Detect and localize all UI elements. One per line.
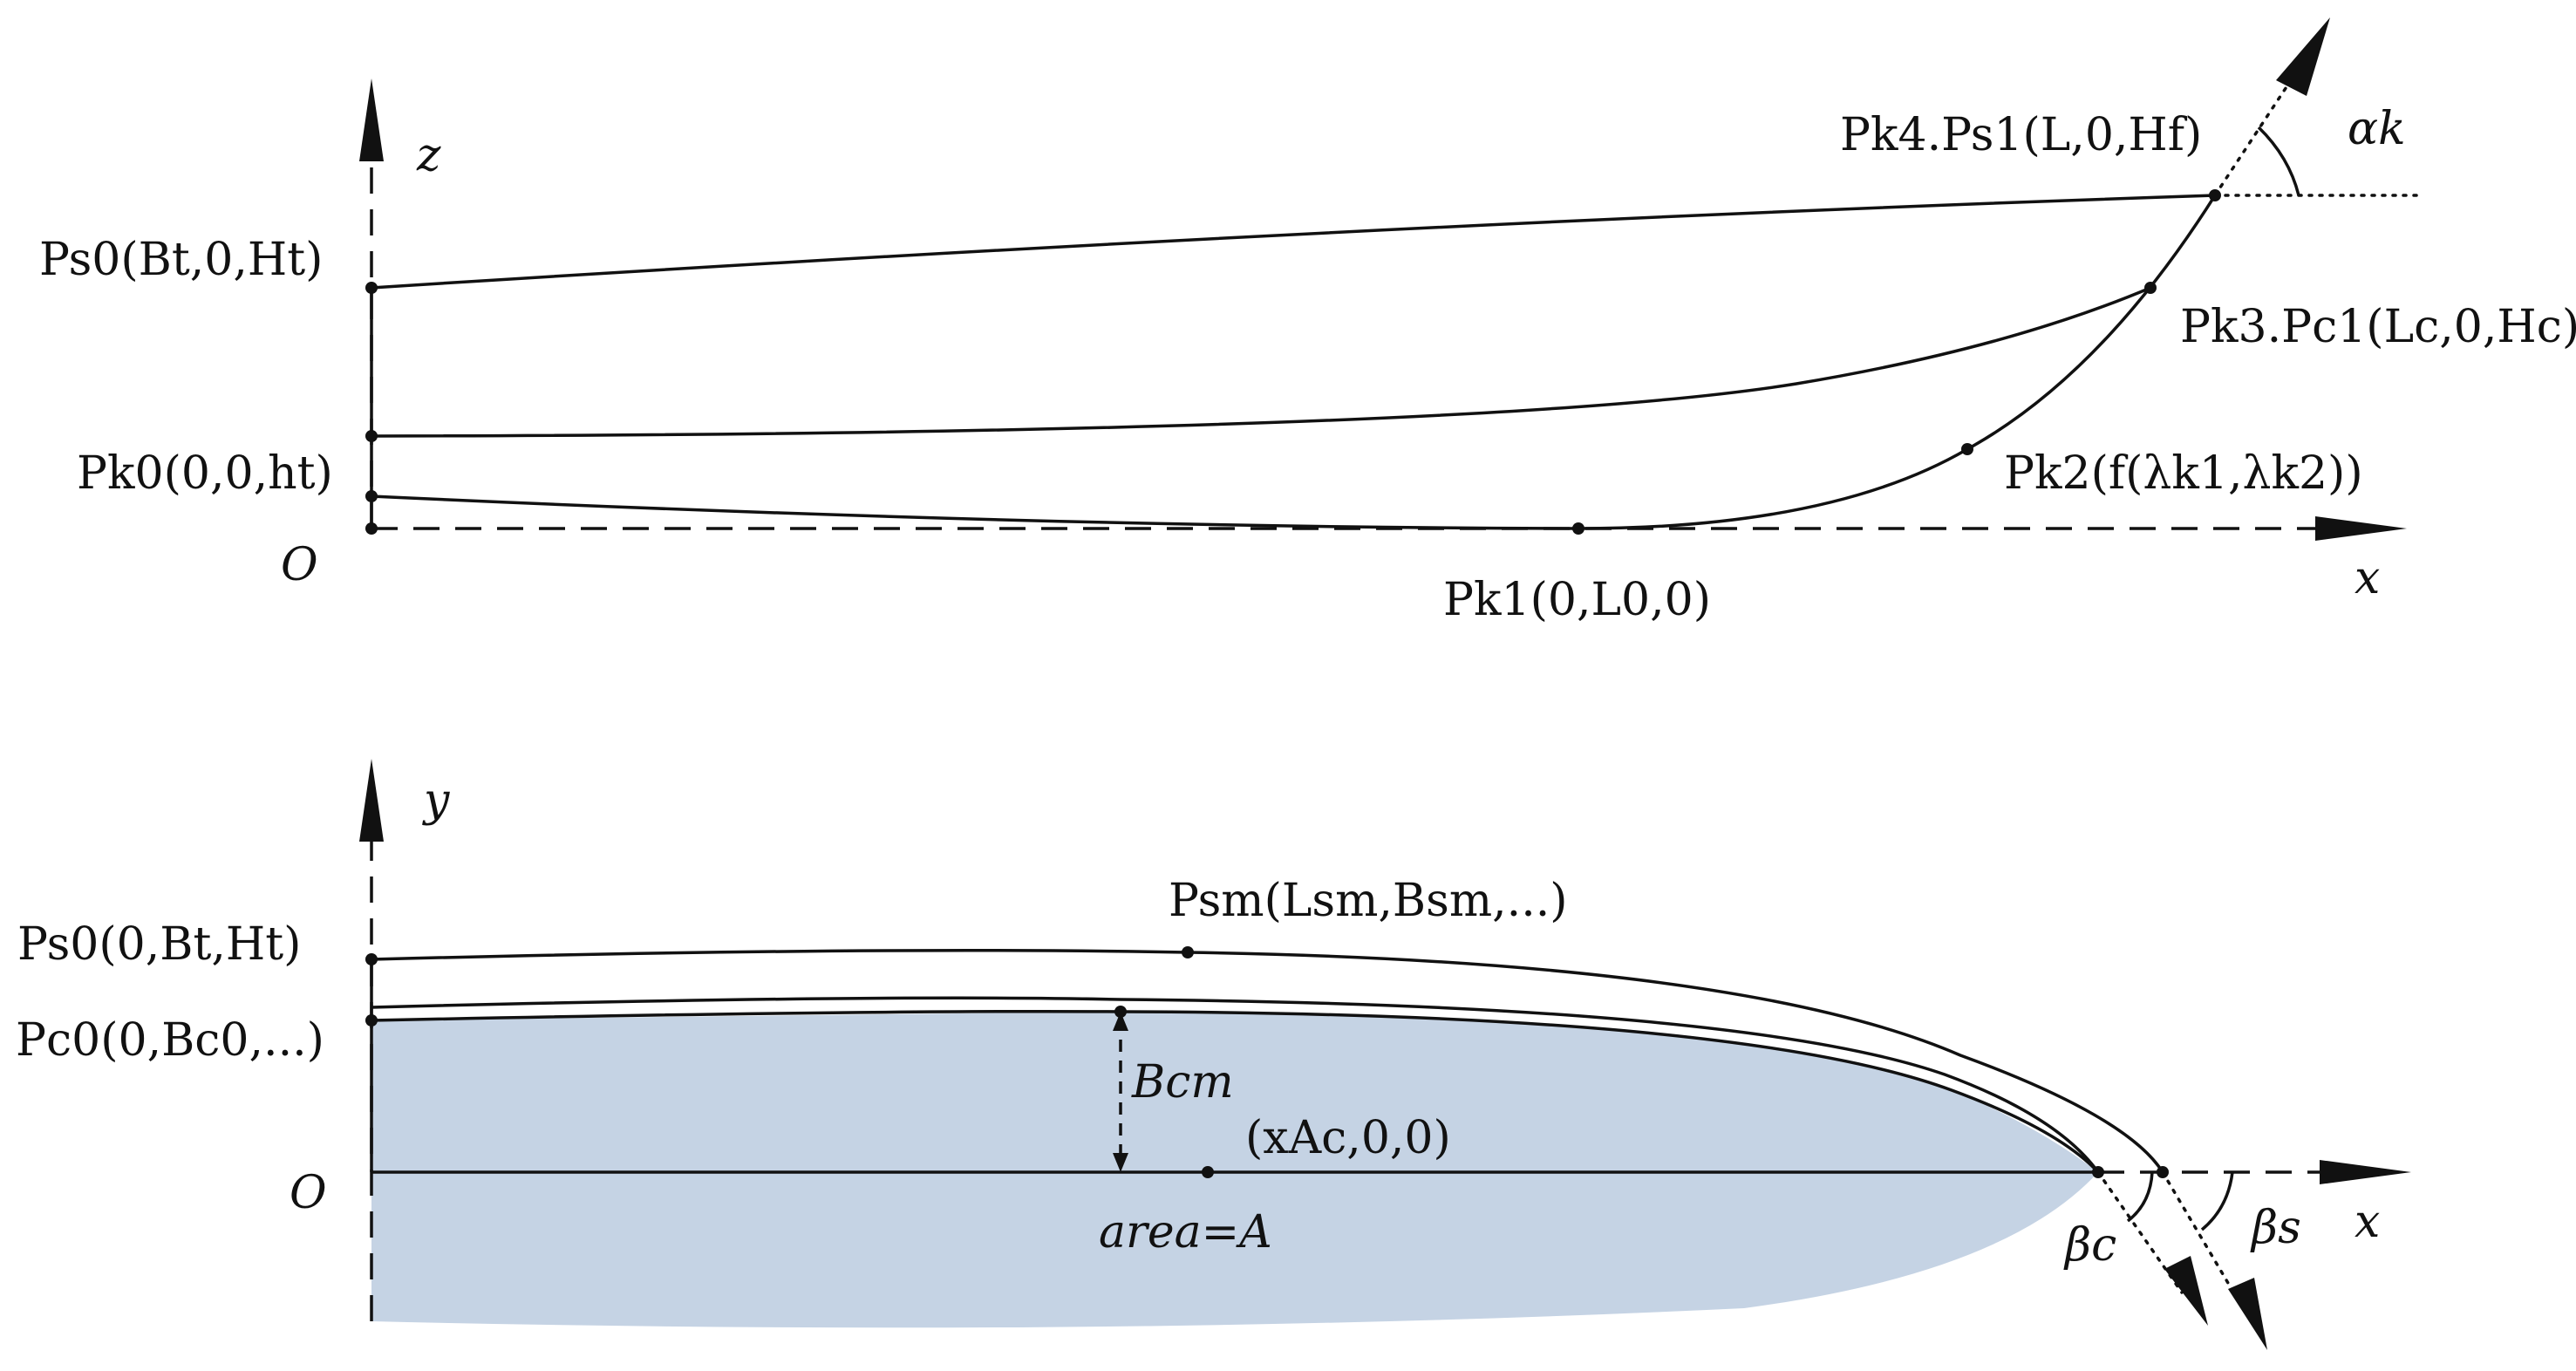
point-pk4 [2209,189,2221,201]
point-pk0 [365,490,378,502]
label-beta-s: βs [2250,1202,2301,1254]
sheer-line [371,194,2216,290]
label-area: area=A [1099,1206,1272,1258]
label-alpha: αk [2348,103,2406,155]
label-psm: Psm(Lsm,Bsm,...) [1169,875,1568,927]
point-origin [365,522,378,535]
label-ps0: Ps0(Bt,0,Ht) [39,234,323,286]
sheer-plan-line [371,949,2164,1173]
chine-line [371,286,2151,438]
label-xac: (xAc,0,0) [1245,1112,1451,1164]
label-ps0-plan: Ps0(0,Bt,Ht) [17,918,301,971]
y-axis-arrowhead [359,759,384,842]
label-pk1: Pk1(0,L0,0) [1443,574,1711,626]
beta-c-arrowhead [2164,1256,2208,1326]
x-axis-label: x [2355,552,2380,604]
point-bow-sheer [2157,1166,2169,1178]
z-axis-label: z [416,129,441,181]
inner-plan-line [371,996,2100,1174]
beta-s-angle-arc [2200,1171,2234,1231]
y-axis-label: y [422,774,450,827]
beta-s-arrowhead [2228,1278,2267,1350]
bow-tangent-arrowhead [2276,17,2330,96]
point-pk3 [2144,282,2157,294]
beta-c-angle-arc [2126,1171,2154,1223]
waterplane-area-fill [371,1011,2098,1328]
z-axis-arrowhead [359,78,384,161]
chine-plan-line [371,1009,2100,1174]
bottom-view: y x O Ps0(0,Bt,Ht) Pc0(0,Bc0,...) Psm(Ls… [16,759,2411,1350]
label-pk0: Pk0(0,0,ht) [77,447,333,500]
label-beta-c: βc [2063,1219,2116,1272]
keel-line [371,194,2217,530]
point-ps0-plan [365,953,378,965]
x-axis-label-bottom: x [2355,1196,2380,1248]
point-bow-chine [2092,1166,2104,1178]
point-pk2 [1961,443,1973,455]
label-bcm: Bcm [1131,1056,1234,1108]
point-bcm [1114,1006,1127,1018]
bow-tangent-dotted [2213,68,2300,197]
bcm-arrow-top [1113,1012,1128,1031]
beta-c-tangent-dotted [2096,1170,2184,1294]
x-axis-bottom-arrowhead [2320,1160,2411,1184]
label-pk3: Pk3.Pc1(Lc,0,Hc) [2180,301,2576,353]
label-pk4: Pk4.Ps1(L,0,Hf) [1840,109,2202,161]
bcm-arrow-bottom [1113,1153,1128,1172]
point-pc0 [365,430,378,442]
point-ps0 [365,282,378,294]
label-pc0-plan: Pc0(0,Bc0,...) [16,1014,324,1067]
point-pc0-plan [365,1014,378,1027]
top-view: z x O Ps0(Bt,0,Ht) Pk0(0,0,ht) Pk1(0,L0,… [39,17,2576,626]
origin-label-bottom: O [290,1167,327,1219]
alpha-angle-arc [2257,126,2300,196]
point-pk1 [1572,522,1584,535]
origin-label: O [281,539,318,591]
point-xac [1202,1166,1214,1178]
point-psm [1182,946,1194,958]
x-axis-arrowhead [2315,516,2407,541]
label-pk2: Pk2(f(λk1,λk2)) [2004,447,2363,500]
